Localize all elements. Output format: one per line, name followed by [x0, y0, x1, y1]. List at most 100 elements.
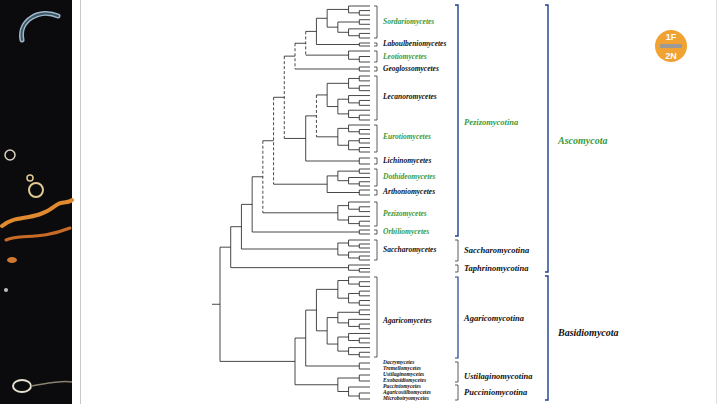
- tree-branch: [337, 128, 338, 145]
- tree-branch: [348, 252, 349, 258]
- tree-branch: [327, 176, 328, 193]
- tree-branch: [349, 102, 360, 103]
- tree-branch: [252, 177, 253, 232]
- tree-branch: [284, 56, 285, 138]
- tree-branch: [349, 277, 370, 278]
- tree-branch: [316, 95, 317, 137]
- tree-branch: [359, 272, 370, 273]
- tree-branch: [327, 83, 348, 84]
- tree-branch: [338, 220, 349, 221]
- hypha: [31, 381, 72, 386]
- tree-branch: [338, 280, 349, 281]
- clade-bracket: [455, 385, 458, 400]
- spore: [27, 175, 33, 181]
- tree-branch: [359, 195, 370, 196]
- tree-branch: [359, 86, 360, 91]
- tree-branch: [348, 240, 349, 246]
- tree-branch: [231, 267, 349, 268]
- tree-branch: [220, 361, 295, 362]
- subphylum-label: Agaricomycotina: [464, 314, 524, 323]
- tree-branch: [359, 381, 370, 382]
- tree-branch: [359, 33, 370, 34]
- tree-branch: [263, 212, 338, 213]
- tree-branch: [359, 173, 370, 174]
- tree-branch: [349, 326, 360, 327]
- tree-branch: [359, 281, 370, 282]
- clade-bracket: [374, 158, 377, 164]
- tree-branch: [359, 244, 370, 245]
- tree-branch: [359, 338, 360, 343]
- class-label: Lecanoromycetes: [383, 93, 437, 101]
- tree-branch: [359, 90, 370, 91]
- tree-branch: [337, 243, 338, 255]
- class-label: Orbiliomycetes: [383, 228, 429, 236]
- tree-branch: [359, 56, 370, 57]
- class-label: Leotiomycetes: [383, 53, 427, 61]
- tree-branch: [359, 260, 370, 261]
- tree-branch: [338, 243, 349, 244]
- tree-branch: [316, 18, 327, 19]
- clade-bracket: [455, 240, 458, 261]
- tree-branch: [359, 100, 360, 105]
- tree-branch: [241, 204, 252, 205]
- clade-bracket: [374, 190, 377, 195]
- tree-branch: [337, 171, 338, 181]
- class-label: Laboulbeniomycetes: [383, 40, 446, 48]
- tree-branch: [359, 10, 370, 11]
- tree-branch: [359, 234, 370, 235]
- tree-branch: [359, 369, 370, 370]
- tree-branch: [337, 378, 338, 392]
- tree-branch: [349, 333, 370, 334]
- tree-branch: [327, 27, 338, 28]
- class-label: Saccharomycetes: [383, 246, 436, 254]
- tree-branch: [316, 330, 327, 331]
- tree-branch: [241, 249, 337, 250]
- tree-branch: [327, 192, 359, 193]
- tree-branch: [212, 304, 220, 305]
- tree-branch: [359, 134, 370, 135]
- micrograph-strip: [0, 0, 72, 404]
- tree-branch: [359, 291, 370, 292]
- class-label: Arthoniomycetes: [383, 188, 435, 196]
- tree-branch: [338, 351, 349, 352]
- tree-branch: [306, 115, 317, 116]
- clade-bracket: [374, 6, 377, 38]
- tree-branch: [348, 265, 349, 270]
- tree-branch: [359, 269, 360, 273]
- tree-branch: [359, 244, 360, 248]
- tree-branch: [359, 291, 360, 296]
- tree-branch: [327, 344, 338, 345]
- tree-branch: [359, 300, 370, 301]
- tree-branch: [359, 129, 370, 130]
- phylum-label: Basidiomycota: [558, 328, 619, 338]
- tree-branch: [359, 393, 360, 399]
- tree-branch: [359, 206, 370, 207]
- tree-branch: [359, 375, 360, 381]
- tree-branch: [359, 158, 360, 164]
- logo-text: 1F: [666, 33, 677, 42]
- tree-branch: [349, 270, 360, 271]
- class-label: Dacrymycetes: [383, 360, 414, 366]
- tree-branch: [284, 56, 295, 57]
- class-label: Tremellomycetes: [383, 366, 421, 372]
- tree-branch: [359, 20, 360, 25]
- tree-branch: [359, 71, 370, 72]
- spore: [7, 257, 17, 263]
- clade-bracket: [374, 67, 377, 71]
- tree-branch: [337, 337, 338, 351]
- tree-branch: [348, 51, 349, 59]
- tree-branch: [348, 141, 349, 150]
- tree-branch: [349, 140, 360, 141]
- tree-branch: [220, 247, 231, 248]
- tree-branch: [349, 183, 360, 184]
- tree-branch: [349, 28, 370, 29]
- tree-branch: [359, 80, 370, 81]
- clade-bracket: [455, 5, 458, 236]
- clade-bracket: [545, 276, 548, 400]
- clade-bracket: [374, 43, 377, 46]
- hypha: [6, 228, 70, 240]
- tree-branch: [349, 149, 360, 150]
- tree-branch: [274, 97, 285, 98]
- tree-branch: [338, 205, 349, 206]
- tree-branch: [359, 182, 360, 186]
